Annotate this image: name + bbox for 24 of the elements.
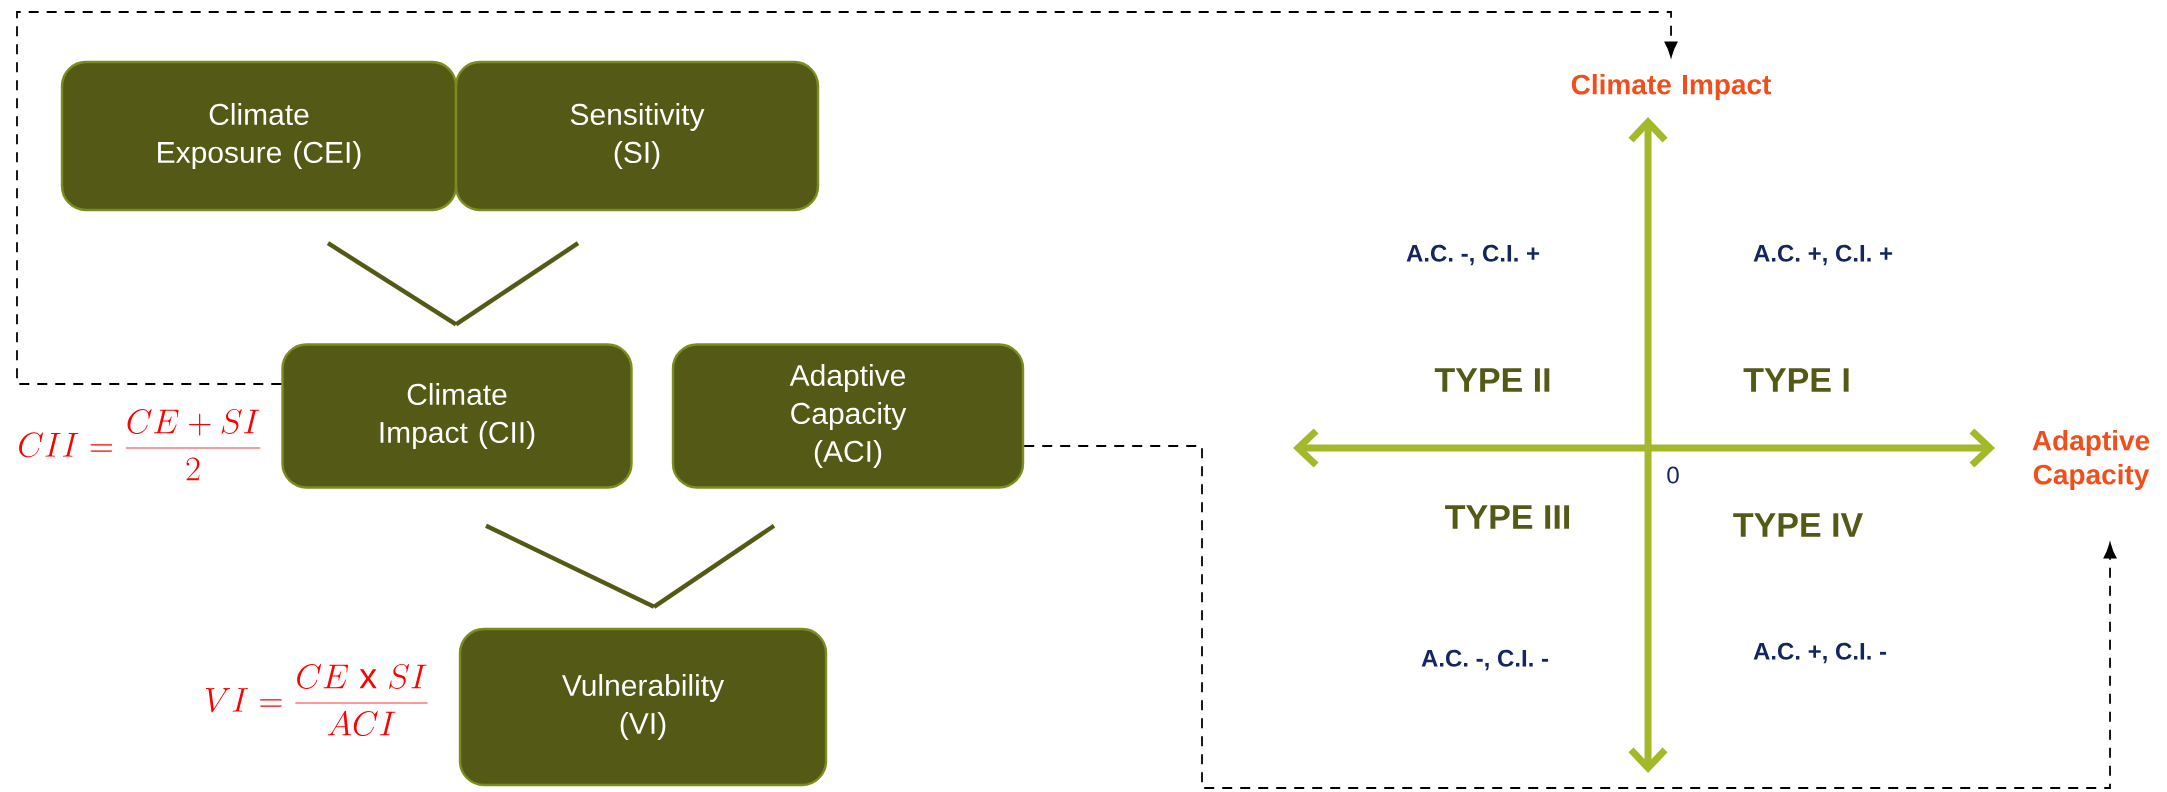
process-box: Adaptive Capacity (ACI) [671, 343, 1025, 489]
dashed-arrow [16, 11, 1678, 385]
quadrant-sign: A.C. -, C.I. + [1406, 244, 1540, 266]
formula: $CII = \frac{CE + SI}{2}$ [19, 408, 261, 481]
process-box: Climate Exposure (CEI) [60, 60, 458, 212]
merge-chevron [326, 241, 458, 327]
quadrant-sign: A.C. +, C.I. + [1753, 244, 1893, 266]
dashed-arrow [1023, 445, 2117, 789]
merge-chevron [485, 523, 655, 609]
axis-label: Climate Impact [1571, 73, 1771, 101]
quadrant-type: TYPE IV [1733, 513, 1863, 537]
quadrant-type: TYPE I [1743, 368, 1849, 392]
process-box: Sensitivity (SI) [454, 60, 820, 212]
origin-label: 0 [1667, 466, 1679, 484]
quadrant-sign: A.C. -, C.I. - [1421, 649, 1549, 671]
formula: $VI = \frac{CE\ \mathrm{x}\ SI}{ACI}$ [205, 663, 428, 737]
quadrant-sign: A.C. +, C.I. - [1753, 642, 1887, 664]
process-box: Climate Impact (CII) [281, 343, 633, 489]
quadrant-type: TYPE II [1434, 368, 1550, 392]
quadrant-type: TYPE III [1445, 505, 1570, 529]
merge-chevron [652, 523, 776, 609]
process-box: Vulnerability (VI) [458, 627, 828, 787]
axis-label: Adaptive Capacity [2032, 429, 2150, 491]
merge-chevron [454, 241, 580, 327]
